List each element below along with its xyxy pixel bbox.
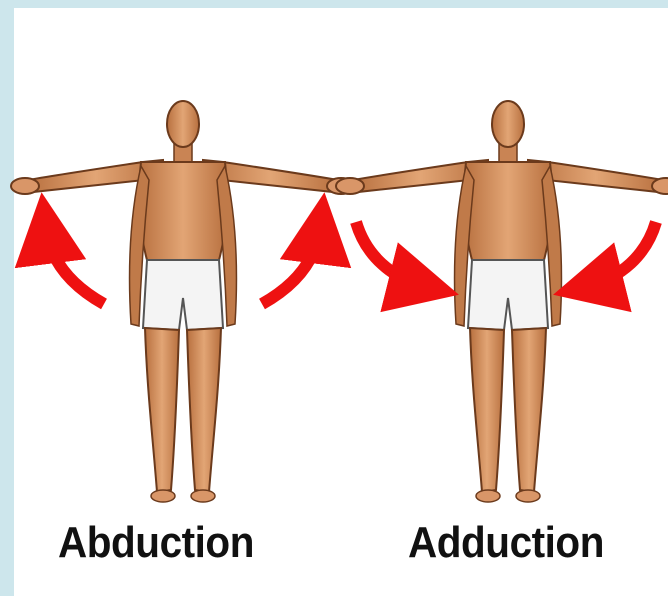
adduction-arrow-right xyxy=(588,222,656,286)
adduction-figure xyxy=(336,101,668,502)
abduction-label: Abduction xyxy=(58,518,254,568)
adduction-label: Adduction xyxy=(408,518,604,568)
adduction-arrow-left xyxy=(356,222,424,286)
abduction-arrow-left xyxy=(46,228,104,304)
abduction-arrow-right xyxy=(262,228,320,304)
abduction-figure xyxy=(11,101,355,502)
